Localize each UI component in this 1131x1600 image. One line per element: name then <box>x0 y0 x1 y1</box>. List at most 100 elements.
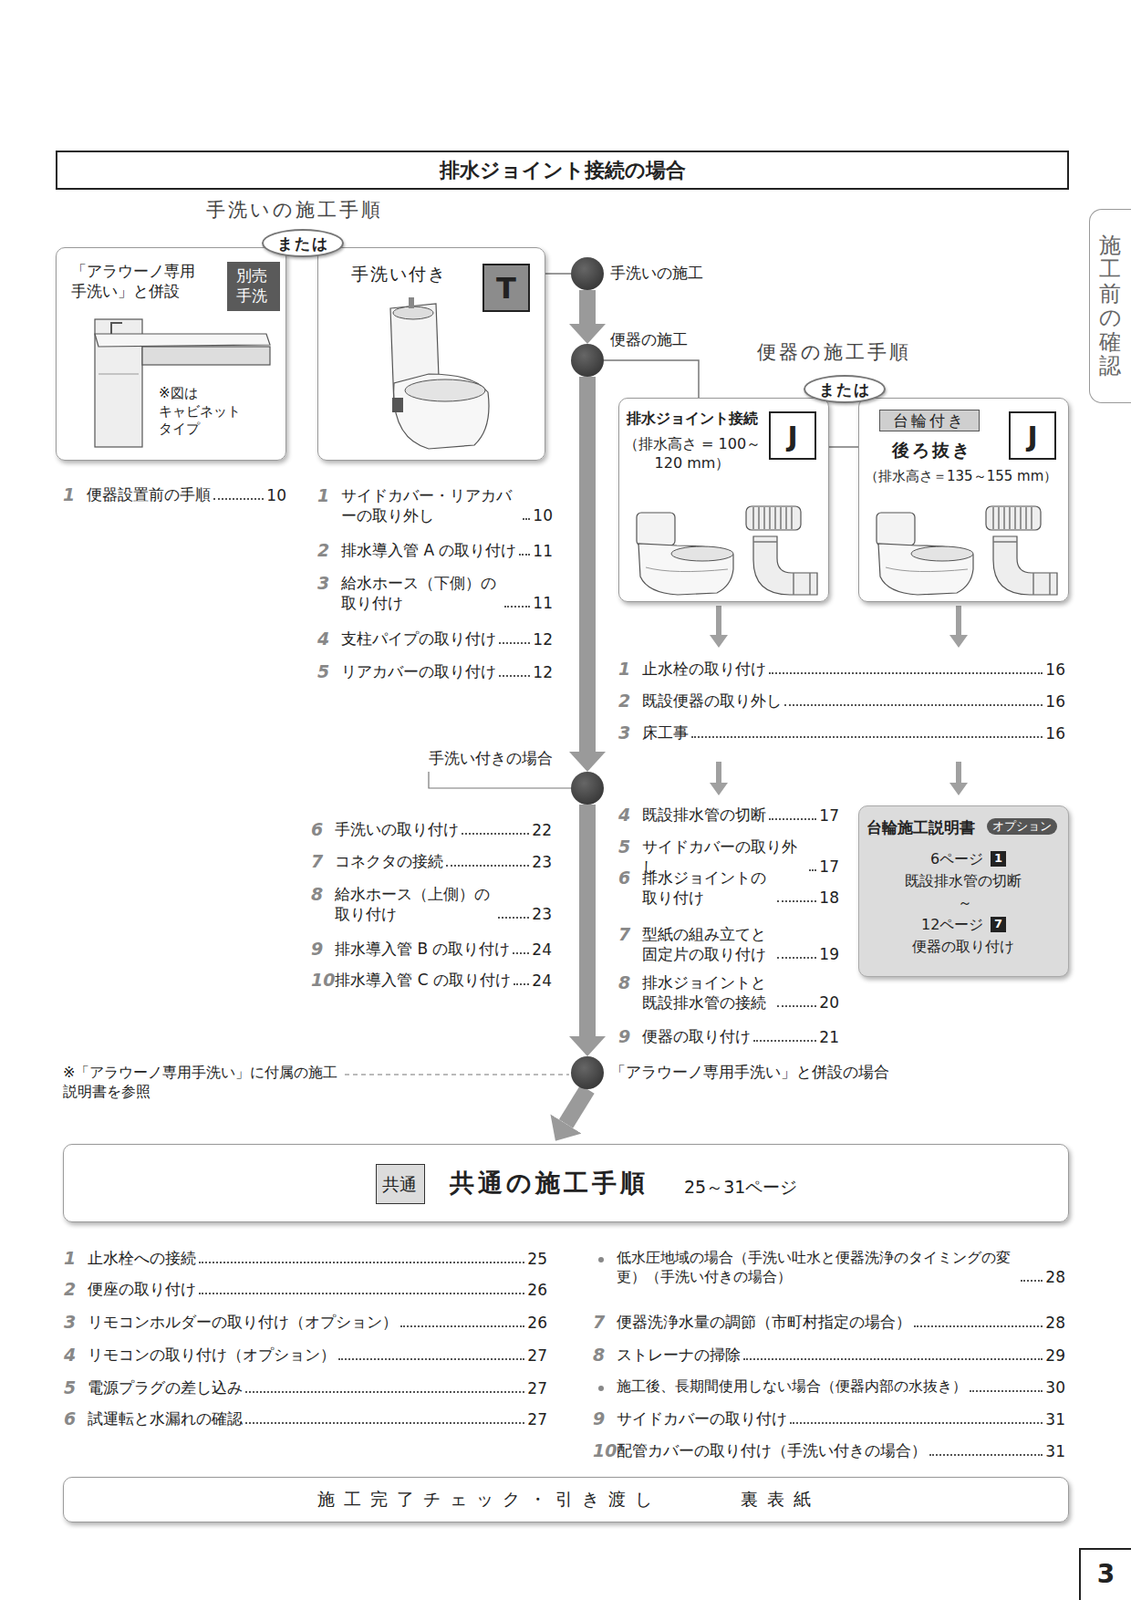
cabinet-illustration <box>94 319 270 447</box>
page-ref: 26 <box>527 1312 548 1333</box>
node-text: 3 <box>1080 1557 1131 1591</box>
leader-dots <box>498 642 530 644</box>
connector-line <box>603 360 699 398</box>
step-row: 2排水導入管 A の取り付け11 <box>317 539 553 561</box>
leader-dots <box>198 1261 525 1264</box>
leader-dots <box>768 672 1043 675</box>
page-ref: 12 <box>532 662 553 683</box>
step-row: 3給水ホース（下側）の取り付け11 <box>317 572 553 613</box>
flow-arrow <box>579 290 596 324</box>
step-text: 手洗いの取り付け <box>334 819 459 840</box>
page-ref: 29 <box>1045 1345 1066 1366</box>
leader-dots <box>809 869 817 872</box>
step-number: 1 <box>317 485 342 507</box>
step-number: 5 <box>618 836 643 858</box>
section-heading: 手洗いの施工手順 <box>206 197 384 223</box>
node-text: 排水ジョイント接続 <box>626 409 758 429</box>
step-text: 止水栓の取り付け <box>642 658 767 679</box>
step-row: 6排水ジョイントの取り付け18 <box>618 867 840 908</box>
node-text: 施工完了チェック・引き渡し <box>317 1487 662 1511</box>
step-number: 3 <box>63 1311 88 1333</box>
step-number: 2 <box>317 539 342 561</box>
leader-line <box>344 1073 570 1075</box>
page-ref: 12 <box>532 629 553 650</box>
step-dot: 便器の施工 <box>570 343 604 377</box>
leader-dots <box>338 1358 525 1360</box>
reference-box: 台輪施工説明書オプション6ページ1既設排水管の切断～12ページ7便器の取り付け <box>858 805 1069 977</box>
node-text: ～ <box>957 893 973 914</box>
leader-dots <box>245 1390 525 1393</box>
step-row: 8ストレーナの掃除29 <box>592 1344 1066 1366</box>
or-ellipse: または <box>803 374 886 404</box>
option-box: 「アラウーノ専用 手洗い」と併設※図は キャビネット タイプ別売 手洗 <box>55 247 287 461</box>
page-ref: 31 <box>1045 1409 1066 1430</box>
step-number: 7 <box>618 923 643 945</box>
option-box: 手洗い付き T <box>317 247 546 461</box>
step-row: 4既設排水管の切断17 <box>618 804 840 826</box>
node-text: 便器の取り付け <box>912 937 1015 957</box>
step-row: 低水圧地域の場合（手洗い吐水と便器洗浄のタイミングの変更）（手洗い付きの場合）2… <box>592 1248 1066 1287</box>
down-arrow <box>709 605 968 796</box>
page-ref: 24 <box>531 970 552 991</box>
leader-dots <box>518 553 530 556</box>
step-row: 3リモコンホルダーの取り付け（オプション）26 <box>63 1311 548 1333</box>
step-number: 9 <box>311 938 335 960</box>
bullet-dot <box>598 1385 604 1391</box>
page-ref: 27 <box>527 1409 548 1430</box>
badge: 別売 手洗 <box>227 261 281 312</box>
node-text: 施工前の確認 <box>1099 233 1121 378</box>
leader-dots <box>691 736 1043 738</box>
node-text: 別売 手洗 <box>227 265 277 306</box>
flow-arrow <box>566 1089 589 1124</box>
step-number: 6 <box>311 819 335 841</box>
node-text: J <box>1010 418 1055 455</box>
step-row: 1便器設置前の手順10 <box>62 484 287 506</box>
leader-dots <box>777 1005 817 1007</box>
leader-dots <box>969 1390 1043 1392</box>
node-text: 25～31ページ <box>684 1175 798 1199</box>
step-row: 5リアカバーの取り付け12 <box>317 661 553 683</box>
common-box: 共通の施工手順25～31ページ共通 <box>62 1143 1069 1223</box>
page-ref: 27 <box>527 1378 548 1399</box>
option-box: 台輪付き後ろ抜き（排水高さ＝135～155 mm）J <box>858 397 1069 602</box>
leader-dots <box>522 518 530 520</box>
page-ref: 30 <box>1045 1377 1066 1398</box>
step-text: サイドカバーの取り外し <box>642 836 807 877</box>
node-text: （排水高さ＝135～155 mm） <box>864 467 1058 487</box>
step-text: リモコンの取り付け（オプション） <box>87 1344 336 1365</box>
step-row: 2便座の取り付け26 <box>63 1278 548 1300</box>
or-ellipse: または <box>261 228 344 258</box>
connector-line <box>545 272 571 275</box>
node-text: 6ページ <box>930 850 984 870</box>
step-text: 配管カバーの取り付け（手洗い付きの場合） <box>616 1440 927 1461</box>
leader-dots <box>1020 1279 1043 1282</box>
step-row: 6手洗いの取り付け22 <box>311 819 552 841</box>
step-number: 1 <box>63 1247 88 1269</box>
step-text: 便器洗浄水量の調節（市町村指定の場合） <box>616 1311 912 1332</box>
bullet-dot <box>598 1256 604 1263</box>
step-text: 便器の取り付け <box>642 1026 751 1047</box>
step-number: 7 <box>592 1311 617 1333</box>
step-number: 10 <box>592 1440 617 1462</box>
page-ref: 17 <box>819 856 840 877</box>
letter-badge: T <box>482 263 530 312</box>
step-text: 型紙の組み立てと固定片の取り付け <box>642 923 775 965</box>
step-text: ストレーナの掃除 <box>616 1344 741 1365</box>
step-text: 給水ホース（上側）の取り付け <box>334 883 496 924</box>
step-number: 2 <box>63 1278 88 1300</box>
step-text: 既設便器の取り外し <box>642 690 782 711</box>
page-number: 3 <box>1079 1547 1131 1600</box>
step-text: 止水栓への接続 <box>87 1247 197 1268</box>
page-ref: 17 <box>819 805 840 826</box>
leader-dots <box>768 818 817 820</box>
step-row: 1止水栓への接続 25 <box>63 1247 548 1269</box>
bullet <box>592 1248 617 1269</box>
step-number: 3 <box>317 572 342 594</box>
page-ref: 25 <box>527 1248 548 1269</box>
step-text: 排水ジョイントの取り付け <box>642 867 775 908</box>
leader-dots <box>753 1039 817 1042</box>
page-ref: 28 <box>1045 1266 1066 1287</box>
step-text: 床工事 <box>642 722 689 743</box>
node-text: 手洗い付き <box>351 262 447 286</box>
